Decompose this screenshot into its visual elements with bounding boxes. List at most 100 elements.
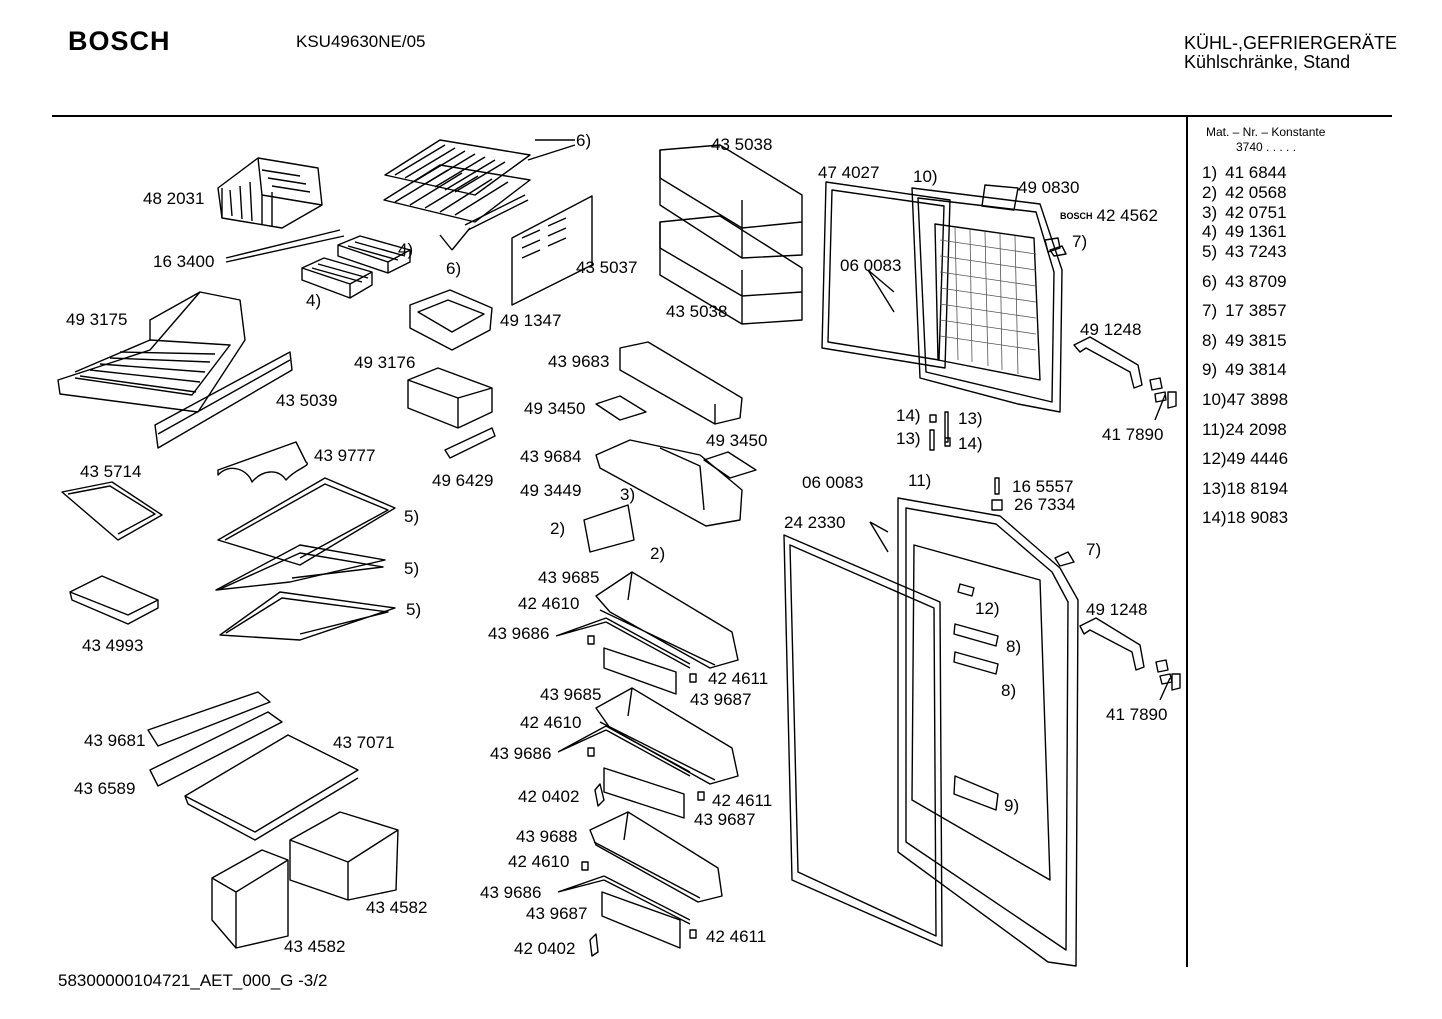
legend-ref: 11) [1202, 420, 1226, 439]
part-number: 42 4562 [1096, 206, 1158, 225]
part-label: 43 5714 [80, 462, 142, 481]
legend-divider [1186, 117, 1188, 967]
category-title: KÜHL-,GEFRIERGERÄTE [1184, 33, 1398, 53]
part-label: 2) [650, 544, 666, 563]
part-label: 5) [404, 507, 420, 526]
part-label: 42 4611 [706, 927, 767, 946]
part-label: 6) [446, 259, 462, 278]
part-label: 13) [958, 409, 983, 428]
bin-439684-drawing [595, 439, 743, 527]
part-label: 8) [1006, 637, 1022, 656]
box-493176-drawing [407, 367, 493, 429]
upper-door-bins-drawing [659, 144, 803, 325]
part-label: 06 0083 [802, 473, 864, 492]
legend-ref: 9) [1202, 360, 1218, 379]
egg-tray-upper-drawing [595, 395, 647, 421]
legend-ref: 4) [1202, 222, 1218, 241]
part-label: 43 9685 [540, 685, 602, 704]
legend-ref: 1) [1202, 163, 1218, 182]
part-label: 41 7890 [1102, 425, 1164, 444]
part-label: 43 9688 [516, 827, 578, 846]
part-label: 43 9686 [490, 744, 552, 763]
legend-row: 13)18 8194 [1202, 479, 1288, 499]
part-label: 42 4610 [520, 713, 582, 732]
freezer-shelf-frame-drawing [217, 157, 323, 229]
category-subtitle: Kühlschränke, Stand [1184, 52, 1351, 72]
fridge-door-drawing [783, 497, 1079, 967]
legend-part-number: 18 9083 [1226, 508, 1289, 527]
legend-ref: 8) [1202, 331, 1218, 350]
legend-row: 12)49 4446 [1202, 449, 1288, 469]
legend-row: 9) 49 3814 [1202, 360, 1287, 380]
part-label: 49 3449 [520, 481, 582, 500]
part-label: 43 9777 [314, 446, 376, 465]
brand-logo: BOSCH [68, 26, 171, 56]
crisper-rails-drawing [147, 691, 283, 787]
part-label: 4) [398, 240, 414, 259]
legend-row: 3)42 0751 [1202, 203, 1287, 223]
part-label: 43 9687 [690, 690, 752, 709]
part-label: 2) [550, 519, 566, 538]
part-label: 49 3450 [524, 399, 586, 418]
legend-ref: 13) [1202, 479, 1227, 498]
clip-496429-drawing [444, 427, 496, 459]
part-label: 8) [1001, 681, 1017, 700]
legend-part-number: 47 3898 [1226, 390, 1289, 409]
part-label: 9) [1004, 796, 1020, 815]
legend-part-number: 49 4446 [1226, 449, 1289, 468]
part-label: 7) [1072, 232, 1088, 251]
document-id: 58300000104721_AET_000_G -3/2 [58, 971, 328, 990]
part-label: 43 6589 [74, 779, 136, 798]
part-label: 42 4610 [518, 594, 580, 613]
door-bins-drawing [589, 571, 739, 903]
vegetable-box-right-drawing [289, 811, 399, 901]
part-label: 26 7334 [1014, 495, 1076, 514]
part-label: 49 1248 [1080, 320, 1142, 339]
part-label: 16 3400 [153, 252, 215, 271]
part-label: 3) [620, 485, 636, 504]
handle-screws-lower-drawing [1155, 659, 1181, 691]
freezer-door-texture [939, 227, 1037, 375]
part-label: 49 1248 [1086, 600, 1148, 619]
flap-493449-drawing [583, 504, 635, 553]
part-label: 24 2330 [784, 513, 846, 532]
part-label: 43 9686 [488, 624, 550, 643]
part-label: 49 3450 [706, 431, 768, 450]
tray-434993-drawing [69, 575, 159, 625]
legend-part-number: 41 6844 [1225, 163, 1287, 182]
legend-part-number: 49 3814 [1225, 360, 1287, 379]
bottle-rack-drawing [217, 441, 308, 483]
part-label: 49 0830 [1018, 178, 1080, 197]
legend-row: 1) 41 6844 [1202, 163, 1287, 183]
legend-row: 6)43 8709 [1202, 272, 1287, 292]
cover-caps-drawing [1049, 245, 1075, 567]
part-label: 42 4611 [708, 669, 769, 688]
legend-ref: 14) [1202, 508, 1227, 527]
leader-line-439686 [555, 617, 607, 893]
part-label: 43 9681 [84, 731, 146, 750]
part-label: 42 4611 [712, 791, 773, 810]
bin-rail-strips-drawing [603, 617, 691, 925]
ice-cube-trays-drawing [301, 235, 411, 299]
freezer-door-drawing [821, 181, 1063, 413]
leader-line-163400 [225, 229, 345, 263]
upper-door-handle-drawing [1073, 336, 1143, 389]
legend-row: 10)47 3898 [1202, 390, 1288, 410]
leader-line-060083 [867, 269, 895, 553]
legend-ref: 3) [1202, 203, 1218, 222]
part-label: 42 0402 [518, 787, 580, 806]
part-label: 5) [404, 559, 420, 578]
part-label: 43 4993 [82, 636, 144, 655]
legend-ref: 10) [1202, 390, 1227, 409]
part-label: 43 9684 [520, 447, 582, 466]
part-label: 42 4610 [508, 852, 570, 871]
legend-row: 11)24 2098 [1202, 420, 1287, 440]
legend-part-number: 17 3857 [1225, 301, 1287, 320]
part-label: 43 9687 [694, 810, 756, 829]
bracket-420402-drawing [589, 783, 605, 957]
crisper-drawer-drawing [57, 291, 246, 413]
bin-439683-drawing [619, 341, 743, 425]
wire-grid-shelves-drawing [383, 139, 576, 251]
